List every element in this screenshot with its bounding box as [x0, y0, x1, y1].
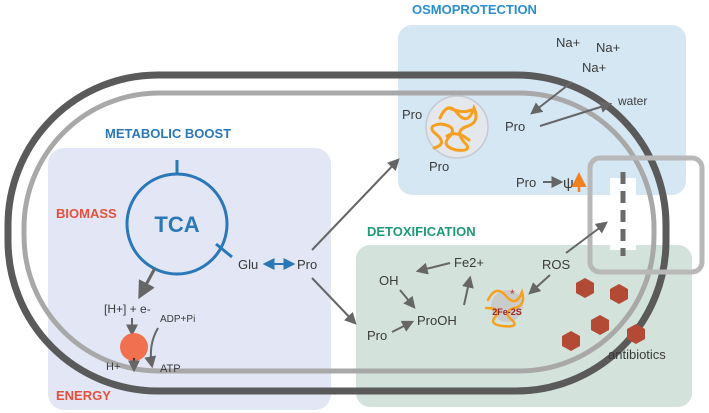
porin-channel	[587, 155, 705, 275]
adp-to-atp-arrow	[144, 327, 159, 369]
na-ion-1: Na+	[556, 35, 580, 50]
pro-center-label: Pro	[297, 257, 317, 272]
fe-to-oh-arrow	[415, 262, 451, 275]
antibiotic-hexagon	[627, 324, 645, 344]
fe-s-cluster	[491, 290, 523, 322]
antibiotics-label: antibiotics	[608, 347, 666, 362]
tca-right-spoke	[215, 242, 233, 259]
antibiotic-hexagon	[610, 284, 628, 304]
oh-to-prooh-arrow	[399, 289, 416, 309]
fe-label: Fe2+	[454, 255, 484, 270]
metabolic-boost-title: METABOLIC BOOST	[105, 126, 231, 141]
osmoprotection-title: OSMOPROTECTION	[412, 2, 537, 17]
tca-label: TCA	[154, 212, 199, 237]
pro-osmo-3: Pro	[429, 159, 449, 174]
na-influx-arrow	[530, 81, 573, 115]
pro-detox-label: Pro	[367, 328, 387, 343]
radical-star: *	[510, 287, 515, 301]
detoxification-panel	[356, 245, 692, 407]
pro-to-detox-arrow	[311, 277, 357, 325]
na-ion-3: Na+	[582, 60, 606, 75]
pro-to-osmo-arrow	[311, 158, 400, 251]
metabolic-boost-panel	[48, 148, 331, 410]
antibiotic-hexagon	[576, 278, 594, 298]
cell-inner-membrane	[21, 90, 657, 374]
pro-to-prooh-arrow	[391, 320, 415, 333]
atp-label: ATP	[160, 363, 181, 375]
oh-label: OH	[379, 273, 399, 288]
prooh-to-fe-arrow	[462, 275, 474, 306]
energy-title: ENERGY	[56, 388, 111, 403]
pro-osmo-1: Pro	[402, 107, 422, 122]
ros-label: ROS	[542, 257, 571, 272]
antibiotic-hexagon	[562, 331, 580, 351]
unfolded-protein-osmo	[430, 103, 478, 152]
protons-label: [H+] + e-	[104, 302, 151, 316]
ros-to-fes-arrow	[528, 274, 551, 295]
pro-osmo-2: Pro	[505, 119, 525, 134]
water-efflux-arrow	[539, 101, 613, 127]
glu-label: Glu	[238, 257, 258, 272]
fe-s-label: 2Fe-2S	[492, 307, 522, 317]
atp-synthase	[120, 333, 148, 361]
detoxification-title: DETOXIFICATION	[367, 224, 476, 239]
cell-outer-membrane	[4, 71, 670, 395]
h-plus-label: H+	[106, 361, 120, 373]
tca-to-protons-arrow	[138, 267, 157, 300]
pro-psi-label: Pro	[516, 175, 536, 190]
na-ion-2: Na+	[596, 40, 620, 55]
water-label: water	[617, 94, 647, 108]
biomass-title: BIOMASS	[56, 206, 117, 221]
antibiotic-hexagon	[591, 315, 609, 335]
protein-detox	[484, 288, 525, 328]
psi-symbol: ψ	[563, 175, 574, 192]
adp-label: ADP+Pi	[160, 314, 195, 325]
ros-to-porin-arrow	[565, 221, 608, 254]
prooh-label: ProOH	[417, 313, 457, 328]
